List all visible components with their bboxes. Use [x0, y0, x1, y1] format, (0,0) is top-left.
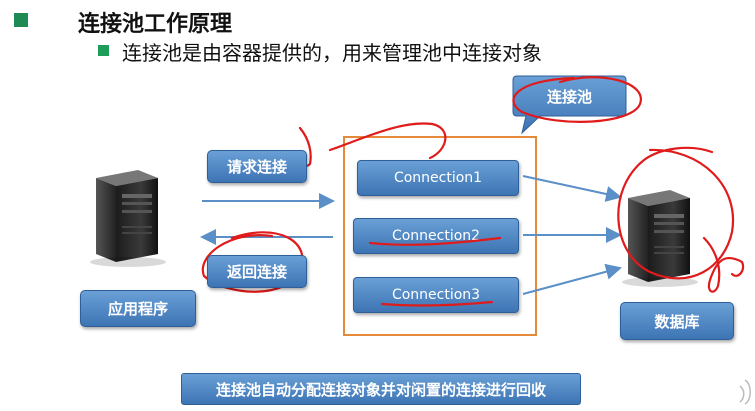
annotation-db-circle [617, 146, 735, 280]
app-label: 应用程序 [107, 300, 168, 318]
return-connection-box: 返回连接 [207, 255, 307, 288]
db-label-box: 数据库 [620, 302, 734, 340]
app-server-icon [90, 170, 166, 267]
annotation-conn2-underline [368, 236, 502, 246]
annotation-conn1-loop [328, 122, 447, 160]
connection-1-label: Connection1 [393, 170, 483, 186]
pool-callout [512, 75, 627, 135]
page-subtitle: 连接池是由容器提供的，用来管理池中连接对象 [122, 41, 542, 65]
connection-3-box: Connection3 [353, 277, 519, 313]
request-connection-label: 请求连接 [226, 158, 287, 176]
return-connection-label: 返回连接 [226, 263, 287, 281]
annotation-conn3-underline [380, 300, 494, 307]
annotation-pool-circle [512, 76, 642, 123]
title-bullet-icon [14, 13, 28, 27]
connection-1-box: Connection1 [357, 160, 519, 196]
pool-label: 连接池 [546, 87, 592, 106]
footer-caption: 连接池自动分配连接对象并对闲置的连接进行回收 [215, 380, 546, 399]
db-label: 数据库 [654, 312, 700, 331]
red-annotations [201, 76, 745, 307]
db-arrow-1 [522, 175, 622, 202]
annotation-db-scribble [702, 236, 745, 293]
db-arrow-3 [522, 263, 622, 295]
connection-2-label: Connection2 [391, 228, 481, 244]
connection-3-label: Connection3 [391, 287, 481, 303]
annotation-return-circle [201, 231, 304, 293]
corner-glyph-icon [739, 379, 751, 405]
app-label-box: 应用程序 [80, 290, 196, 327]
request-connection-box: 请求连接 [207, 150, 307, 183]
subtitle-bullet-icon [98, 45, 109, 56]
footer-caption-box: 连接池自动分配连接对象并对闲置的连接进行回收 [181, 373, 581, 405]
database-server-icon [622, 190, 698, 287]
connection-2-box: Connection2 [353, 218, 519, 254]
page-title: 连接池工作原理 [78, 12, 233, 37]
